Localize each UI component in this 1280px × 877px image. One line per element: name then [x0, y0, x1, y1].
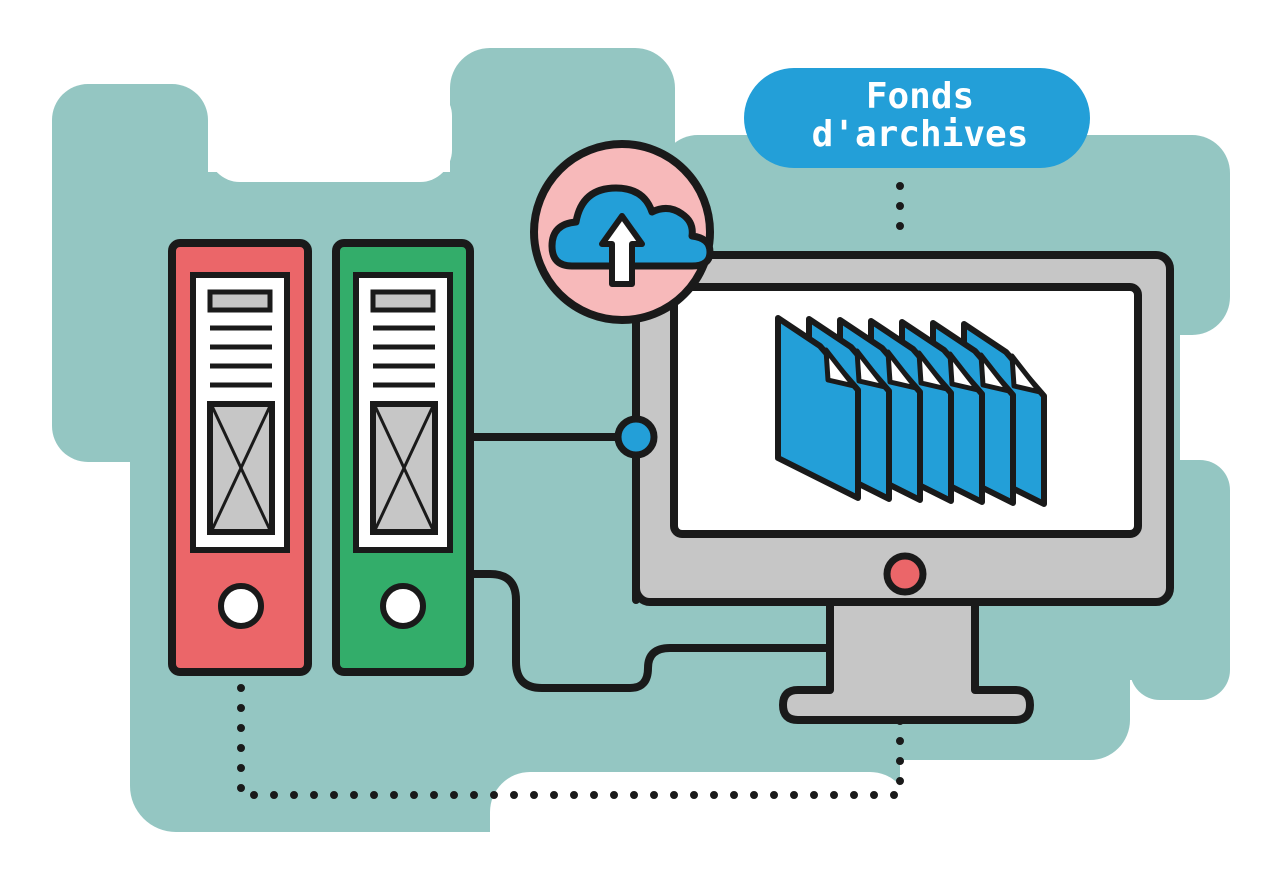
- binder-green: [332, 239, 474, 676]
- binder-red: [168, 239, 312, 676]
- document-fold: [885, 349, 919, 391]
- connector-dot-blue: [614, 415, 658, 459]
- background-notch: [208, 84, 452, 182]
- document-fold: [823, 347, 857, 389]
- document-fold: [947, 351, 981, 393]
- document-fold: [978, 352, 1012, 394]
- document-fold: [916, 350, 950, 392]
- document-page: [775, 315, 861, 501]
- label-line-2: d'archives: [812, 114, 1029, 155]
- document-fold: [854, 348, 888, 390]
- dotted-connectors: [237, 182, 904, 799]
- background-notch: [490, 772, 910, 872]
- label-line-1: Fonds: [866, 76, 974, 117]
- document-stack-icon: [775, 315, 1047, 507]
- fonds-archives-label: Fonds d'archives: [744, 68, 1090, 168]
- document-fold: [1009, 353, 1043, 395]
- connector-dot-red: [883, 552, 927, 596]
- cloud-upload-icon: [530, 140, 714, 324]
